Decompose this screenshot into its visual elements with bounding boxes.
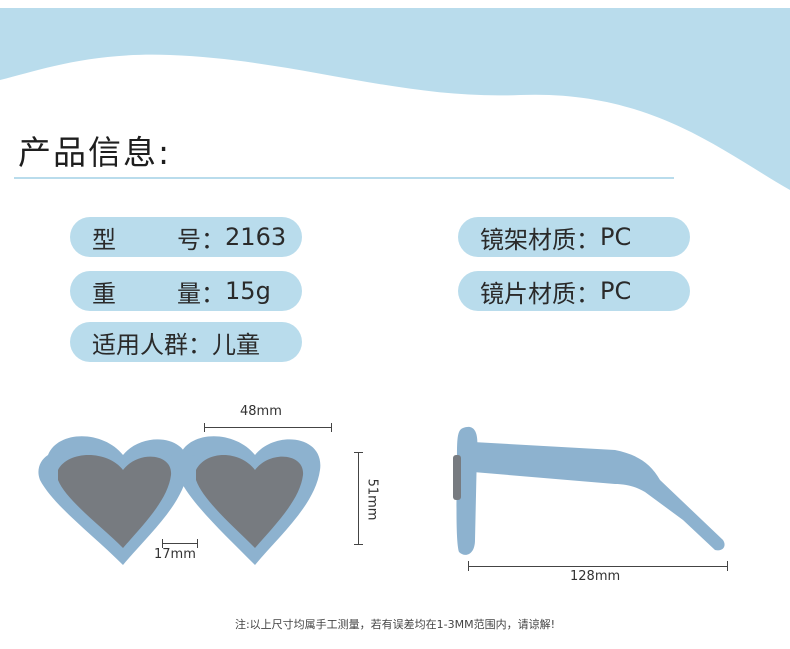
lens-width-tick-right xyxy=(331,423,332,432)
lens-width-tick-left xyxy=(204,423,205,432)
spec-frame-material-label: 镜架材质： xyxy=(480,225,600,254)
spec-lens-material-value: PC xyxy=(600,277,632,305)
lens-width-line xyxy=(204,427,332,428)
spec-model-value: 2163 xyxy=(225,223,287,251)
spec-frame-material: 镜架材质： PC xyxy=(458,217,690,257)
sunglasses-side-view xyxy=(453,426,725,555)
section-title: 产品信息: xyxy=(18,133,172,172)
title-divider xyxy=(14,177,674,179)
spec-weight-value: 15g xyxy=(225,277,271,305)
temple-length-tick-right xyxy=(727,561,728,571)
spec-weight: 重 量： 15g xyxy=(70,271,302,311)
spec-audience-value: 儿童 xyxy=(212,330,260,359)
bridge-tick-left xyxy=(162,539,163,548)
bridge-label: 17mm xyxy=(154,547,196,562)
spec-model: 型 号： 2163 xyxy=(70,217,302,257)
spec-audience: 适用人群： 儿童 xyxy=(70,322,302,362)
spec-weight-label: 重 量： xyxy=(92,279,226,308)
spec-lens-material: 镜片材质： PC xyxy=(458,271,690,311)
header-wave-background xyxy=(0,8,790,190)
spec-audience-label: 适用人群： xyxy=(92,330,212,359)
temple-length-line xyxy=(468,566,728,567)
spec-frame-material-value: PC xyxy=(600,223,632,251)
spec-model-label: 型 号： xyxy=(92,225,226,254)
temple-length-label: 128mm xyxy=(570,569,621,584)
lens-height-tick-top xyxy=(354,452,363,453)
lens-height-label: 51mm xyxy=(364,478,380,521)
spec-lens-material-label: 镜片材质： xyxy=(480,279,600,308)
bridge-line xyxy=(162,543,198,544)
bridge-tick-right xyxy=(197,539,198,548)
measurement-note: 注:以上尺寸均属手工测量，若有误差均在1-3MM范围内，请谅解! xyxy=(234,618,556,631)
sunglasses-front-view xyxy=(38,436,321,565)
lens-height-line xyxy=(358,452,359,545)
lens-height-tick-bottom xyxy=(354,544,363,545)
temple-length-tick-left xyxy=(468,561,469,571)
lens-width-label: 48mm xyxy=(240,404,282,419)
